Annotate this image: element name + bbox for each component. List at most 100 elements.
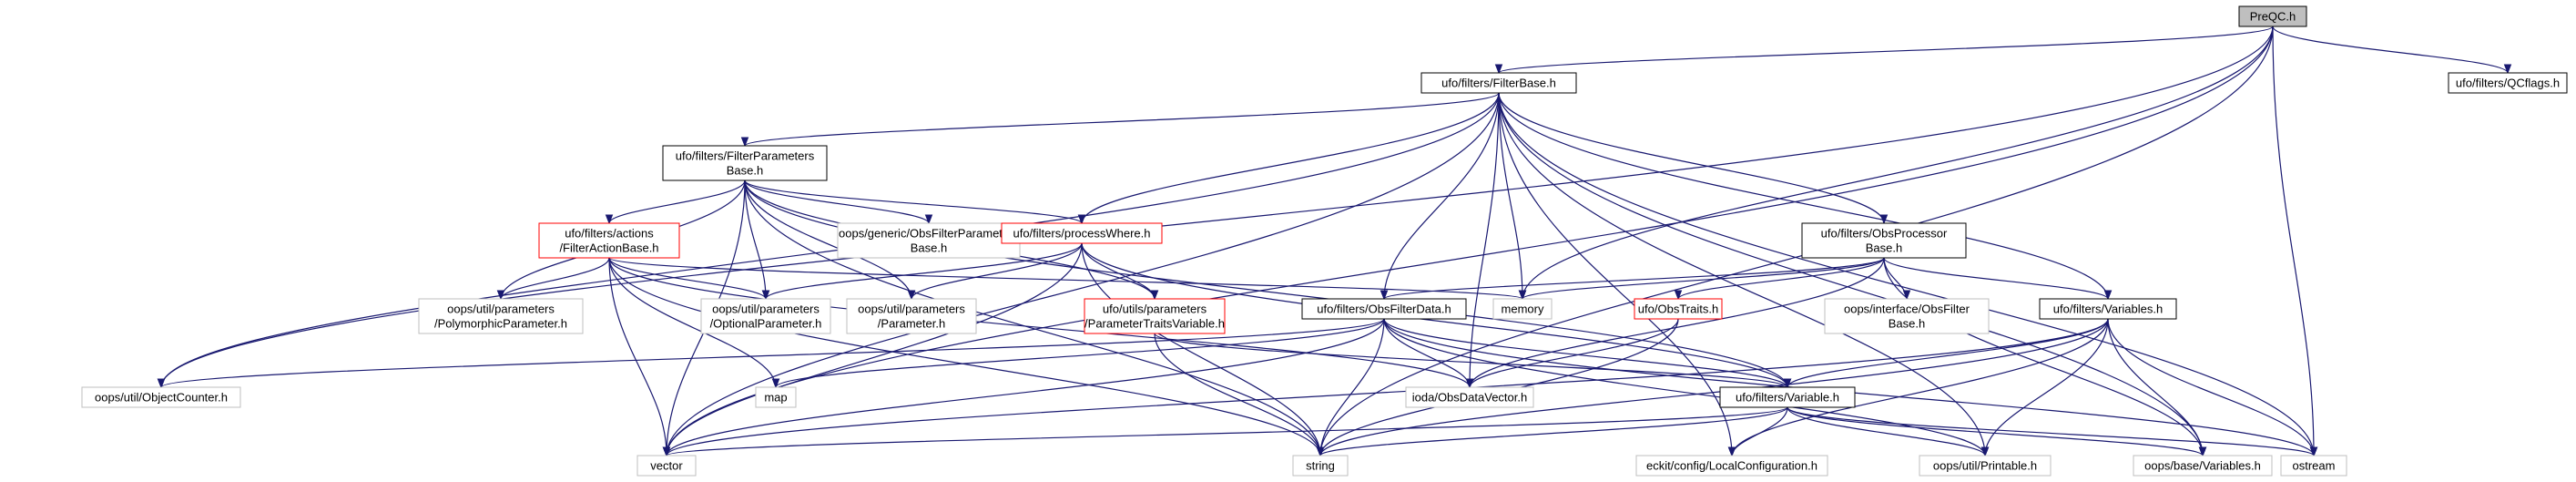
edge-line [765,242,1083,300]
node-preqc[interactable]: PreQC.h [2238,5,2307,27]
edge-arrowhead [496,290,505,301]
edge-preqc-to-filterbase [1494,26,2274,75]
edge-arrowhead [740,137,749,148]
edge-arrowhead [1727,446,1736,457]
edge-line [1522,257,1885,300]
edge-obsprocessor-to-variablesh [1883,257,2113,301]
edge-line [1498,92,1523,300]
node-box [418,298,584,334]
node-label: Base.h [1866,241,1902,255]
node-ostream: ostream [2280,455,2347,477]
node-label: ufo/filters/FilterParameters [676,149,815,163]
node-label: string [1306,459,1335,473]
node-paramtraits[interactable]: ufo/utils/parameters/ParameterTraitsVari… [1084,298,1226,334]
node-label: ufo/filters/FilterBase.h [1441,77,1556,90]
node-basevars: oops/base/Variables.h [2133,455,2273,477]
edge-preqc-to-qcflags [2272,26,2512,75]
edge-line [1498,92,1986,456]
node-localconfig: eckit/config/LocalConfiguration.h [1635,455,1828,477]
edge-line [1383,318,1788,388]
node-box [1635,455,1828,477]
edge-line [1498,92,2204,456]
node-box [1801,222,1967,259]
node-qcflags[interactable]: ufo/filters/QCflags.h [2448,72,2568,94]
edge-line [1081,242,1788,388]
node-label: Base.h [911,241,947,255]
edge-line [1319,318,2109,456]
node-box [2448,72,2568,94]
edge-line [1383,318,1471,388]
node-filterbase[interactable]: ufo/filters/FilterBase.h [1420,72,1577,94]
edge-arrowhead [157,378,166,389]
node-label: Base.h [727,164,763,178]
edge-line [1498,92,1885,224]
edge-preqc-to-ostream [2272,26,2318,457]
edge-filterparams-to-processwhere [744,179,1086,225]
node-obsfilterdata[interactable]: ufo/filters/ObsFilterData.h [1301,298,1467,320]
edge-line [1677,257,1885,300]
edge-arrowhead [1674,290,1683,301]
node-label: ufo/ObsTraits.h [1638,303,1718,316]
node-label: ufo/filters/Variable.h [1736,391,1839,405]
node-label: oops/util/parameters [712,303,820,316]
edge-line [2107,318,2204,456]
node-box [2039,298,2177,320]
node-box [662,145,828,181]
edge-line [666,318,1385,456]
node-label: map [764,391,787,405]
edge-arrowhead [1494,64,1503,75]
edge-obstraits-to-iodavec [1465,318,1679,389]
edge-obsprocessor-to-obsfilterdata [1380,257,1885,301]
node-obstraits[interactable]: ufo/ObsTraits.h [1634,298,1723,320]
node-label: ufo/filters/ObsFilterData.h [1317,303,1451,316]
edge-line [1081,242,1321,456]
node-label: oops/util/Printable.h [1933,459,2037,473]
edge-obsprocessor-to-obstraits [1674,257,1885,301]
edge-arrowhead [662,446,671,457]
edge-filterbase-to-processwhere [1077,92,1500,225]
edges-layer [157,26,2512,457]
edge-line [608,257,667,456]
edge-filteraction-to-memory [608,257,1527,301]
edge-arrowhead [1077,214,1086,225]
node-vector: vector [636,455,697,477]
node-box [1405,386,1534,408]
edge-arrowhead [1380,290,1389,301]
node-label: ufo/filters/processWhere.h [1013,227,1150,241]
edge-filterbase-to-variablesh [1498,92,2113,301]
node-box [1719,386,1856,408]
node-processwhere[interactable]: ufo/filters/processWhere.h [1001,222,1163,244]
node-paramh: oops/util/parameters/Parameter.h [846,298,977,334]
node-printable: oops/util/Printable.h [1919,455,2052,477]
edge-line [160,92,1500,388]
edge-line [744,179,912,300]
node-memory: memory [1492,298,1553,320]
edge-line [775,318,1385,388]
node-label: ufo/filters/Variables.h [2053,303,2163,316]
edge-line [2107,318,2315,456]
edge-arrowhead [1902,290,1911,301]
edge-line [2272,26,2315,456]
edge-line [2272,26,2509,74]
node-variablesh[interactable]: ufo/filters/Variables.h [2039,298,2177,320]
edge-line [1883,257,1908,300]
node-label: /Parameter.h [878,317,945,331]
node-box [636,455,697,477]
edge-line [160,26,2274,388]
node-box [81,386,241,408]
node-filteraction[interactable]: ufo/filters/actions/FilterActionBase.h [538,222,680,259]
node-label: oops/util/ObjectCounter.h [95,391,228,405]
node-variable[interactable]: ufo/filters/Variable.h [1719,386,1856,408]
edge-line [1319,406,1788,456]
node-label: ufo/utils/parameters [1103,303,1207,316]
node-label: /PolymorphicParameter.h [434,317,567,331]
node-label: Base.h [1889,317,1925,331]
node-box [1824,298,1990,334]
node-map: map [755,386,797,408]
node-box [1301,298,1467,320]
edge-filterparams-to-filteraction [605,179,746,225]
node-box [1001,222,1163,244]
edge-line [1984,318,2109,456]
